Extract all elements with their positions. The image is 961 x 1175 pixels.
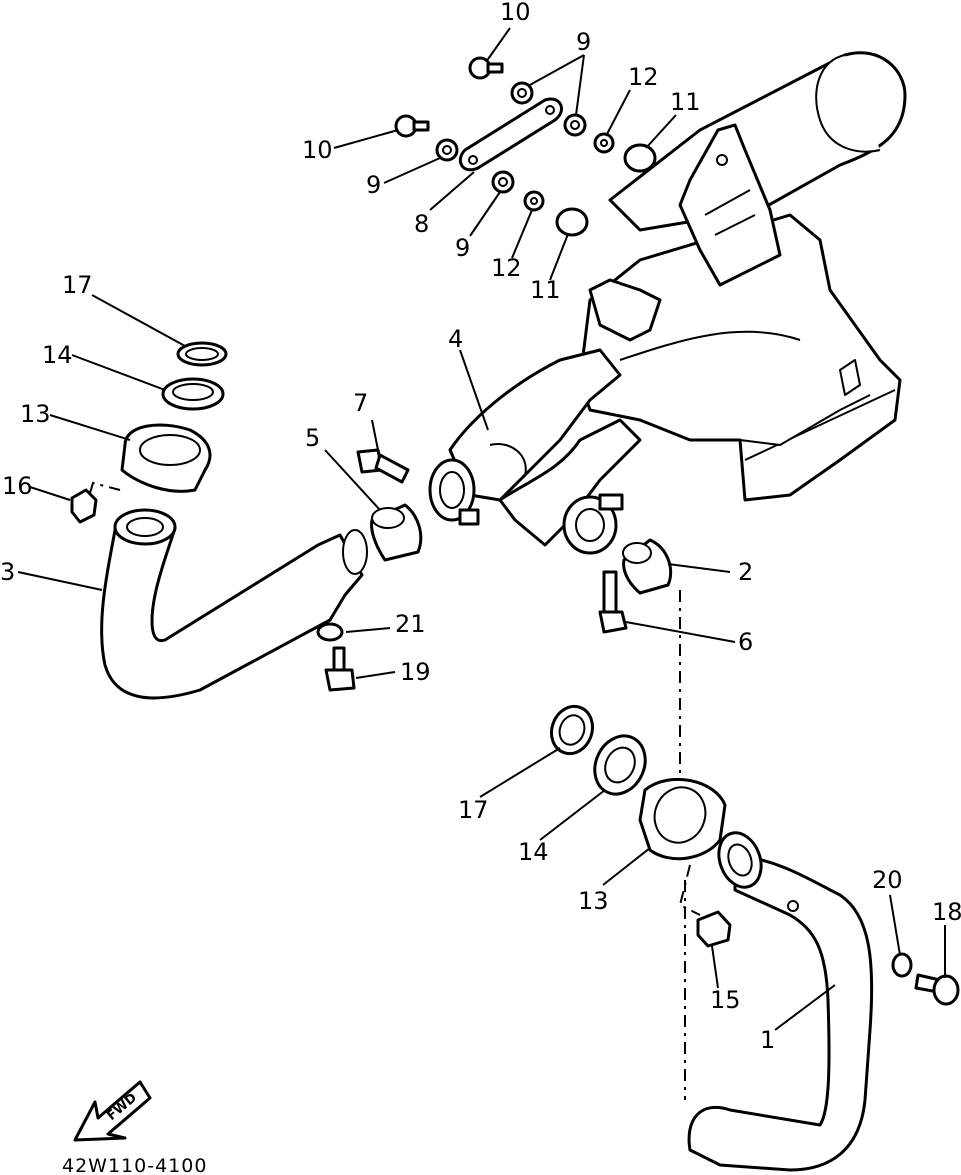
exhaust-pipe-right [687,831,874,1172]
exhaust-pipe-left [100,508,368,700]
callout-13-right: 13 [578,887,609,915]
callout-11-bottom: 11 [530,276,561,304]
callout-18: 18 [932,898,961,926]
callout-17-right: 17 [458,796,489,824]
gasket-5 [370,503,423,562]
muffler-assembly [448,51,907,547]
callout-21: 21 [395,610,426,638]
callout-8: 8 [414,210,429,238]
clamp-right [562,493,624,555]
callout-14-right: 14 [518,838,549,866]
callout-labels: 10 9 12 11 10 9 8 9 12 11 17 14 13 16 4 … [0,0,961,1054]
bolt-18 [914,973,960,1006]
washer-20 [891,952,913,978]
clamp-left [428,458,480,526]
callout-13-left: 13 [20,400,51,428]
callout-5: 5 [305,424,320,452]
callout-20: 20 [872,866,903,894]
forward-arrow-icon: FWD [73,1080,152,1142]
callout-10-left: 10 [302,136,333,164]
gasket-2 [622,538,673,595]
callout-9-bottom: 9 [455,234,470,262]
leader-lines [17,27,946,1031]
callout-14-left: 14 [42,341,73,369]
callout-19: 19 [400,658,431,686]
callout-6: 6 [738,628,753,656]
callout-12-bottom: 12 [491,254,522,282]
bolt-6 [598,570,628,634]
drawing-number: 42W110-4100 [62,1155,207,1175]
callout-16: 16 [2,472,33,500]
bolt-7 [356,448,410,484]
washer-21 [316,622,344,642]
callout-7: 7 [353,389,368,417]
callout-2: 2 [738,558,753,586]
left-flange-parts [70,341,228,524]
callout-3: 3 [0,558,15,586]
callout-15: 15 [710,986,741,1014]
assembly-line-16 [89,481,121,494]
callout-9-left: 9 [366,171,381,199]
callout-4: 4 [448,325,463,353]
callout-10-top: 10 [500,0,531,26]
assembly-line-15 [678,864,701,916]
right-flange-parts [549,704,732,948]
callout-9-top: 9 [576,28,591,56]
callout-17-left: 17 [62,271,93,299]
bolt-19 [324,646,356,692]
callout-12-top: 12 [628,63,659,91]
callout-1: 1 [760,1026,775,1054]
callout-11-top: 11 [670,88,701,116]
mounting-hardware [394,56,657,237]
